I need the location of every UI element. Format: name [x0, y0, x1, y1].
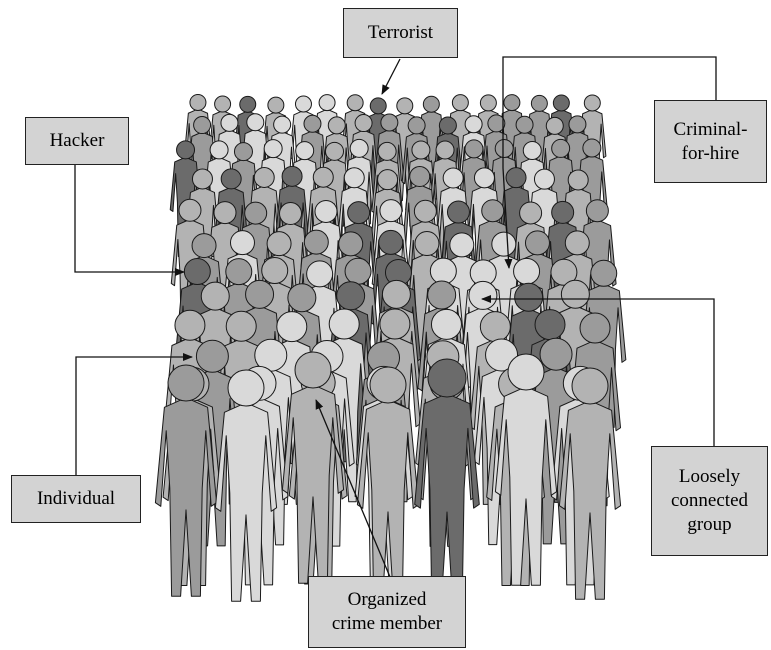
terrorist-label-box: Terrorist [343, 8, 458, 58]
person-figure [356, 366, 420, 599]
criminal-for-hire-label-line2: for-hire [681, 142, 740, 164]
loosely-connected-group-label-line3: group [687, 514, 732, 535]
individual-connector [75, 353, 193, 476]
loosely-connected-group-label-line1: Loosely [678, 466, 741, 487]
person-figure [414, 358, 480, 604]
organized-crime-member-label-line1: Organized [347, 589, 427, 610]
loosely-connected-group-connector [481, 295, 715, 446]
organized-crime-member-label-line2: crime member [331, 613, 443, 634]
hacker-connector [74, 164, 185, 276]
person-figure [154, 364, 218, 597]
criminal-for-hire-label-line1: Criminal- [673, 118, 748, 140]
hacker-label: Hacker [49, 130, 105, 151]
terrorist-label: Terrorist [367, 22, 434, 43]
criminal-for-hire-label-box: Criminal- for-hire [654, 100, 767, 183]
individual-label: Individual [36, 488, 116, 509]
organized-crime-member-label-box: Organized crime member [308, 576, 466, 648]
loosely-connected-group-label-box: Loosely connected group [651, 446, 768, 556]
individual-label-box: Individual [11, 475, 141, 523]
person-figure [214, 369, 278, 602]
organized-crime-member-connector [315, 399, 391, 578]
terrorist-connector [381, 58, 401, 95]
person-figure [558, 367, 622, 600]
loosely-connected-group-label-line2: connected [670, 490, 748, 511]
crowd-figures [154, 93, 627, 604]
person-figure [494, 353, 558, 586]
hacker-label-box: Hacker [25, 117, 129, 165]
person-figure [281, 351, 345, 584]
